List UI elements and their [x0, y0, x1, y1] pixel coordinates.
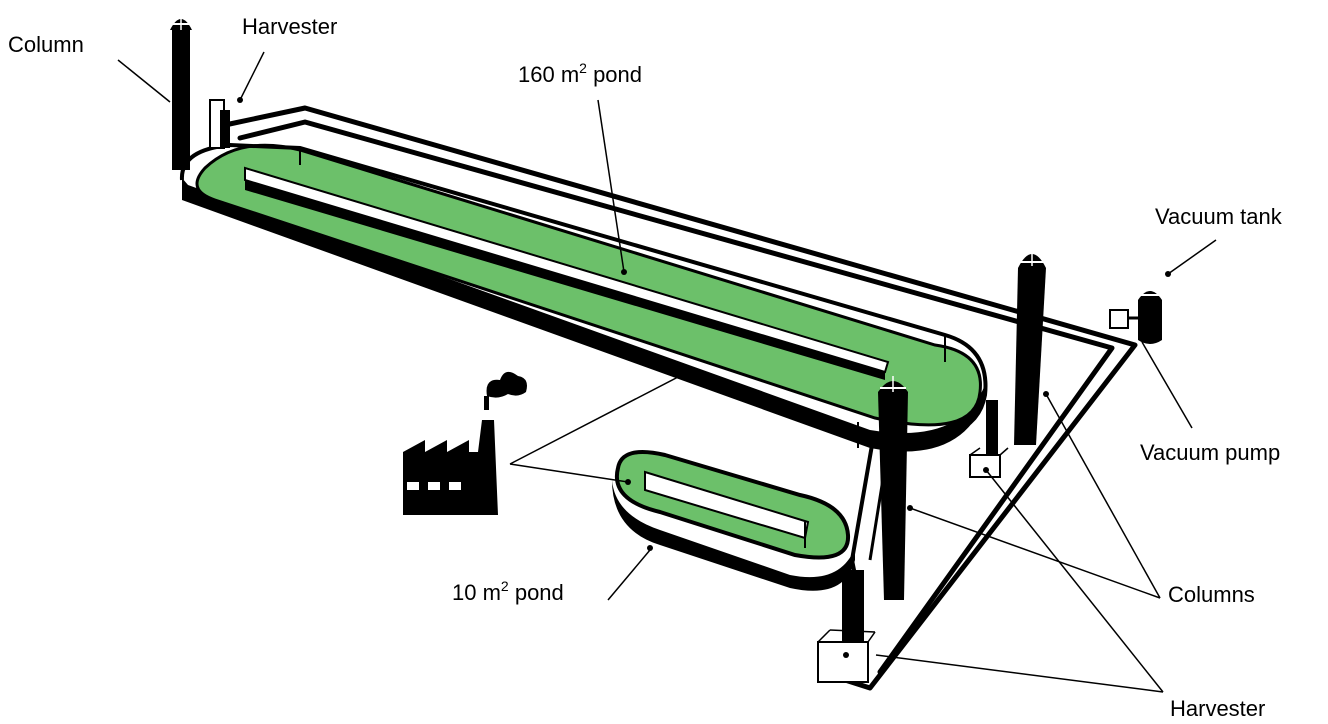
column-icon: [1014, 254, 1046, 445]
column-left: [170, 14, 192, 170]
small-pond: [612, 450, 855, 591]
column-right: [1014, 248, 1046, 445]
pipe-loop: [222, 105, 1138, 691]
harvester-icon: [842, 570, 864, 655]
column-icon: [172, 30, 190, 170]
large-pond-divider-side: [245, 180, 885, 380]
large-pond-rim: [179, 142, 988, 439]
label-pond-large: 160 m2 pond: [518, 60, 642, 87]
label-harvester-top: Harvester: [242, 14, 337, 39]
large-pond: [179, 142, 988, 452]
label-pond-small: 10 m2 pond: [452, 578, 564, 605]
column-icon: [878, 381, 908, 600]
label-vacuum-pump: Vacuum pump: [1140, 440, 1280, 465]
label-column: Column: [8, 32, 84, 57]
harvester-icon: [986, 400, 998, 458]
harvester-bottom: [817, 570, 876, 683]
label-harvester-bottom: Harvester: [1170, 696, 1265, 721]
vacuum-pump-icon: [1109, 309, 1129, 329]
vacuum-assembly: [1109, 291, 1162, 344]
leader-lines: [117, 51, 1217, 693]
harvester-top: [209, 99, 230, 149]
large-pond-divider-top: [244, 166, 890, 374]
vacuum-tank-icon: [1138, 291, 1162, 344]
harvester-middle: [969, 400, 1009, 478]
column-middle: [878, 376, 908, 600]
leader-dots: [237, 97, 1171, 658]
factory-icon: [403, 371, 527, 515]
label-columns: Columns: [1168, 582, 1255, 607]
small-pond-wall: [612, 480, 855, 591]
label-vacuum-tank: Vacuum tank: [1155, 204, 1283, 229]
